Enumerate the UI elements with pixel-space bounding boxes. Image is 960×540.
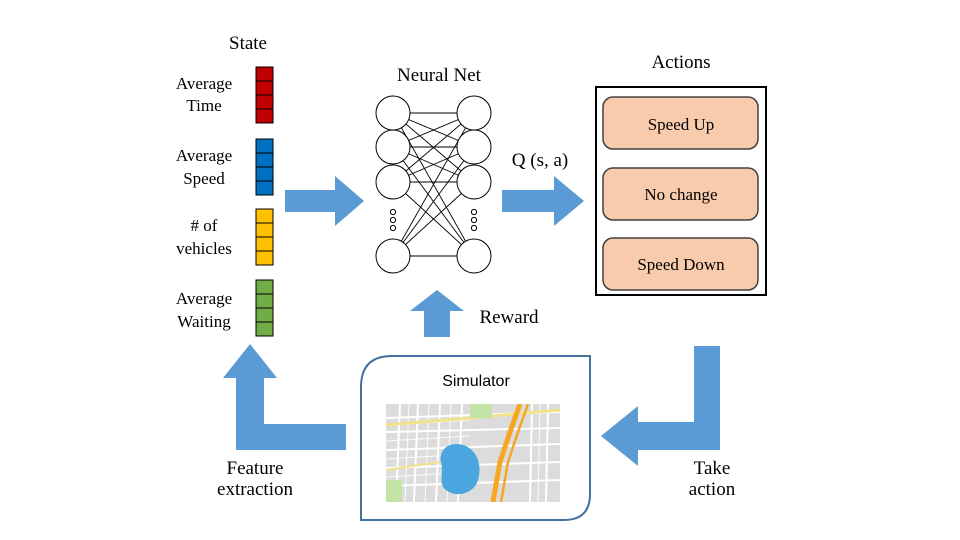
feature-bar-cell [255,80,274,96]
nn-node [375,238,411,274]
nn-node [456,164,492,200]
ellipsis-left [389,208,397,232]
actions-title: Actions [651,52,710,73]
feature-bar-cell [255,321,274,337]
feature-bar-cell [255,208,274,224]
feature-bar-cell [255,293,274,309]
state-feature-vehicles: # of vehicles [176,208,274,266]
feature-extraction-line2: extraction [217,479,293,500]
nn-edge [392,146,475,257]
ellipsis-right [470,208,478,232]
nn-node [375,95,411,131]
neural-net-nodes [375,95,492,274]
feature-bar-cell [255,279,274,295]
simulator-title: Simulator [442,373,510,390]
arrow-net-to-actions [502,176,584,226]
action-label: Speed Down [637,255,725,274]
feature-extraction-line1: Feature [227,458,284,479]
feature-bar-cell [255,307,274,323]
q-value-label: Q (s, a) [512,150,568,171]
nn-node [456,129,492,165]
feature-bar-cell [255,236,274,252]
nn-node [456,238,492,274]
state-feature-average-speed: Average Speed [176,138,274,196]
feature-label-line2: Time [186,96,221,115]
feature-bar-green [255,279,274,337]
feature-bar-cell [255,250,274,266]
city-map-image [386,404,560,502]
action-label: Speed Up [648,115,715,134]
feature-label-line1: Average [176,289,232,308]
nn-edge [392,112,475,183]
feature-label-line1: # of [191,216,218,235]
nn-node [375,129,411,165]
feature-label-line2: Waiting [177,312,231,331]
action-speed-up: Speed Up [602,96,759,150]
feature-label-line2: vehicles [176,239,232,258]
take-action-line2: action [689,479,736,500]
feature-bar-cell [255,94,274,110]
feature-bar-cell [255,222,274,238]
feature-bar-cell [255,166,274,182]
action-label: No change [644,185,717,204]
state-feature-average-waiting: Average Waiting [176,279,274,337]
feature-label-line1: Average [176,146,232,165]
arrow-take-action [601,346,720,466]
feature-bar-blue [255,138,274,196]
arrow-reward-up [410,290,464,337]
state-feature-average-time: Average Time [176,66,274,124]
nn-node [375,164,411,200]
feature-bar-cell [255,108,274,124]
feature-label-line1: Average [176,74,232,93]
nn-node [456,95,492,131]
feature-bar-cell [255,152,274,168]
arrow-state-to-net [285,176,364,226]
state-title: State [229,33,267,54]
feature-bar-cell [255,66,274,82]
feature-bar-red [255,66,274,124]
feature-label-line2: Speed [183,169,225,188]
reward-label: Reward [479,307,539,328]
feature-bar-yellow [255,208,274,266]
neural-net-title: Neural Net [397,65,482,86]
feature-bar-cell [255,138,274,154]
feature-bar-cell [255,180,274,196]
take-action-line1: Take [694,458,731,479]
action-speed-down: Speed Down [602,237,759,291]
nn-edge [392,181,475,257]
arrow-feature-extraction [223,344,346,450]
action-no-change: No change [602,167,759,221]
